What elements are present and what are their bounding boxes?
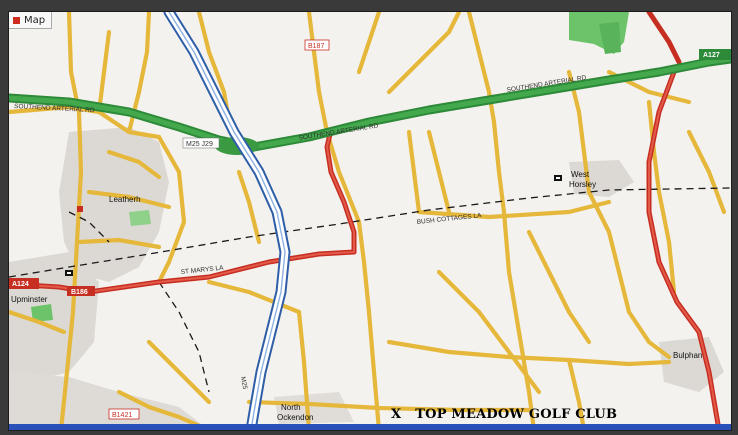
shield-a127-right: A127 <box>699 49 731 60</box>
place-north-ockendon-line2: Ockendon <box>277 413 313 422</box>
place-upminster: Upminster <box>11 295 48 304</box>
golf-club-label: TOP MEADOW GOLF CLUB <box>415 407 618 422</box>
map-canvas[interactable]: A127 A124 B186 B187 <box>9 12 731 430</box>
label-st-marys-la: ST MARYS LA <box>180 264 224 275</box>
map-tab-icon <box>13 16 20 24</box>
park-areas <box>31 12 629 322</box>
station-icon-west-horsley <box>554 175 562 181</box>
station-icon-upminster <box>65 270 73 276</box>
junction-marker <box>77 206 83 212</box>
map-tab[interactable]: Map <box>9 12 53 29</box>
motorway-m25 <box>163 12 291 430</box>
golf-club-marker: X <box>391 407 402 422</box>
road-shields: A127 A124 B186 B187 <box>9 39 731 420</box>
place-north-ockendon-line1: North <box>281 403 301 412</box>
label-m25: M25 <box>239 376 248 390</box>
svg-text:A124: A124 <box>12 281 29 288</box>
railway-lines <box>9 187 731 393</box>
shield-a124: A124 <box>9 278 39 289</box>
golf-club-annotation: X TOP MEADOW GOLF CLUB <box>391 407 617 422</box>
shield-b1421: B1421 <box>108 408 140 420</box>
map-tab-label: Map <box>24 14 46 26</box>
place-west-horsley-line1: West <box>571 170 590 179</box>
station-markers <box>65 175 562 276</box>
place-west-horsley-line2: Horsley <box>569 180 596 189</box>
a-roads-inner <box>9 71 720 430</box>
place-name-labels: Leatherh West Horsley Upminster Bulphan … <box>11 170 702 422</box>
place-bulphan: Bulphan <box>673 351 702 360</box>
svg-text:B186: B186 <box>71 289 88 296</box>
shield-b187: B187 <box>304 39 330 51</box>
shield-b186: B186 <box>67 286 95 296</box>
status-bar <box>9 424 731 430</box>
label-southend-arterial-rd-far-west: SOUTHEND ARTERIAL RD <box>14 103 95 114</box>
svg-text:M25 J29: M25 J29 <box>186 141 213 148</box>
svg-text:B187: B187 <box>308 43 324 50</box>
svg-text:B1421: B1421 <box>112 412 132 419</box>
junction-label-m25-j29: M25 J29 <box>182 137 220 149</box>
svg-text:A127: A127 <box>703 52 720 59</box>
map-window[interactable]: A127 A124 B186 B187 <box>8 11 732 431</box>
place-leatherhead: Leatherh <box>109 195 141 204</box>
